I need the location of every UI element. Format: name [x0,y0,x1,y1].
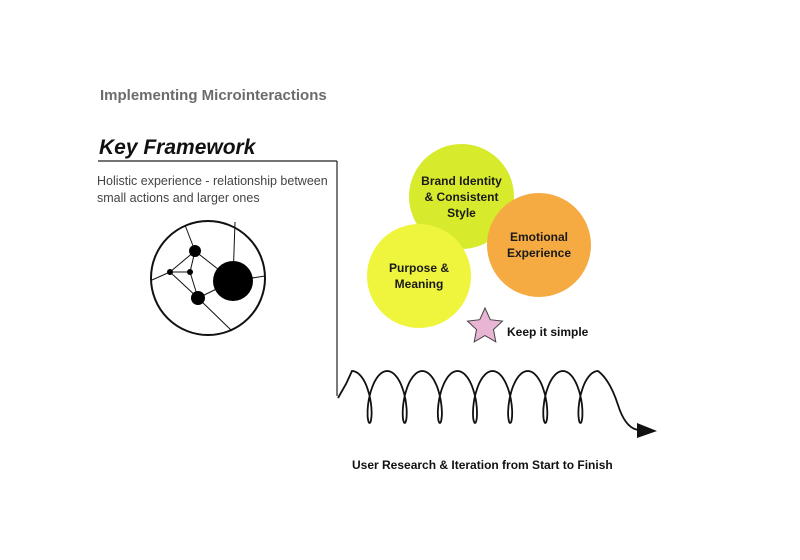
emotional-experience-label: Emotional Experience [506,230,572,260]
spiral-arrow-icon [337,370,657,438]
purpose-meaning-label: Purpose & Meaning [388,261,449,291]
star-icon [466,306,504,343]
emotional-experience-circle: Emotional Experience [487,193,591,297]
purpose-meaning-circle: Purpose & Meaning [367,224,471,328]
framework-subtitle: Holistic experience - relationship betwe… [97,174,328,205]
iteration-label: User Research & Iteration from Start to … [352,458,613,472]
brand-identity-label: Brand Identity & Consistent Style [421,173,502,220]
network-icon [150,220,266,336]
keep-it-simple-label: Keep it simple [507,325,589,339]
framework-heading: Key Framework [99,136,256,159]
slide-title: Implementing Microinteractions [100,87,327,104]
